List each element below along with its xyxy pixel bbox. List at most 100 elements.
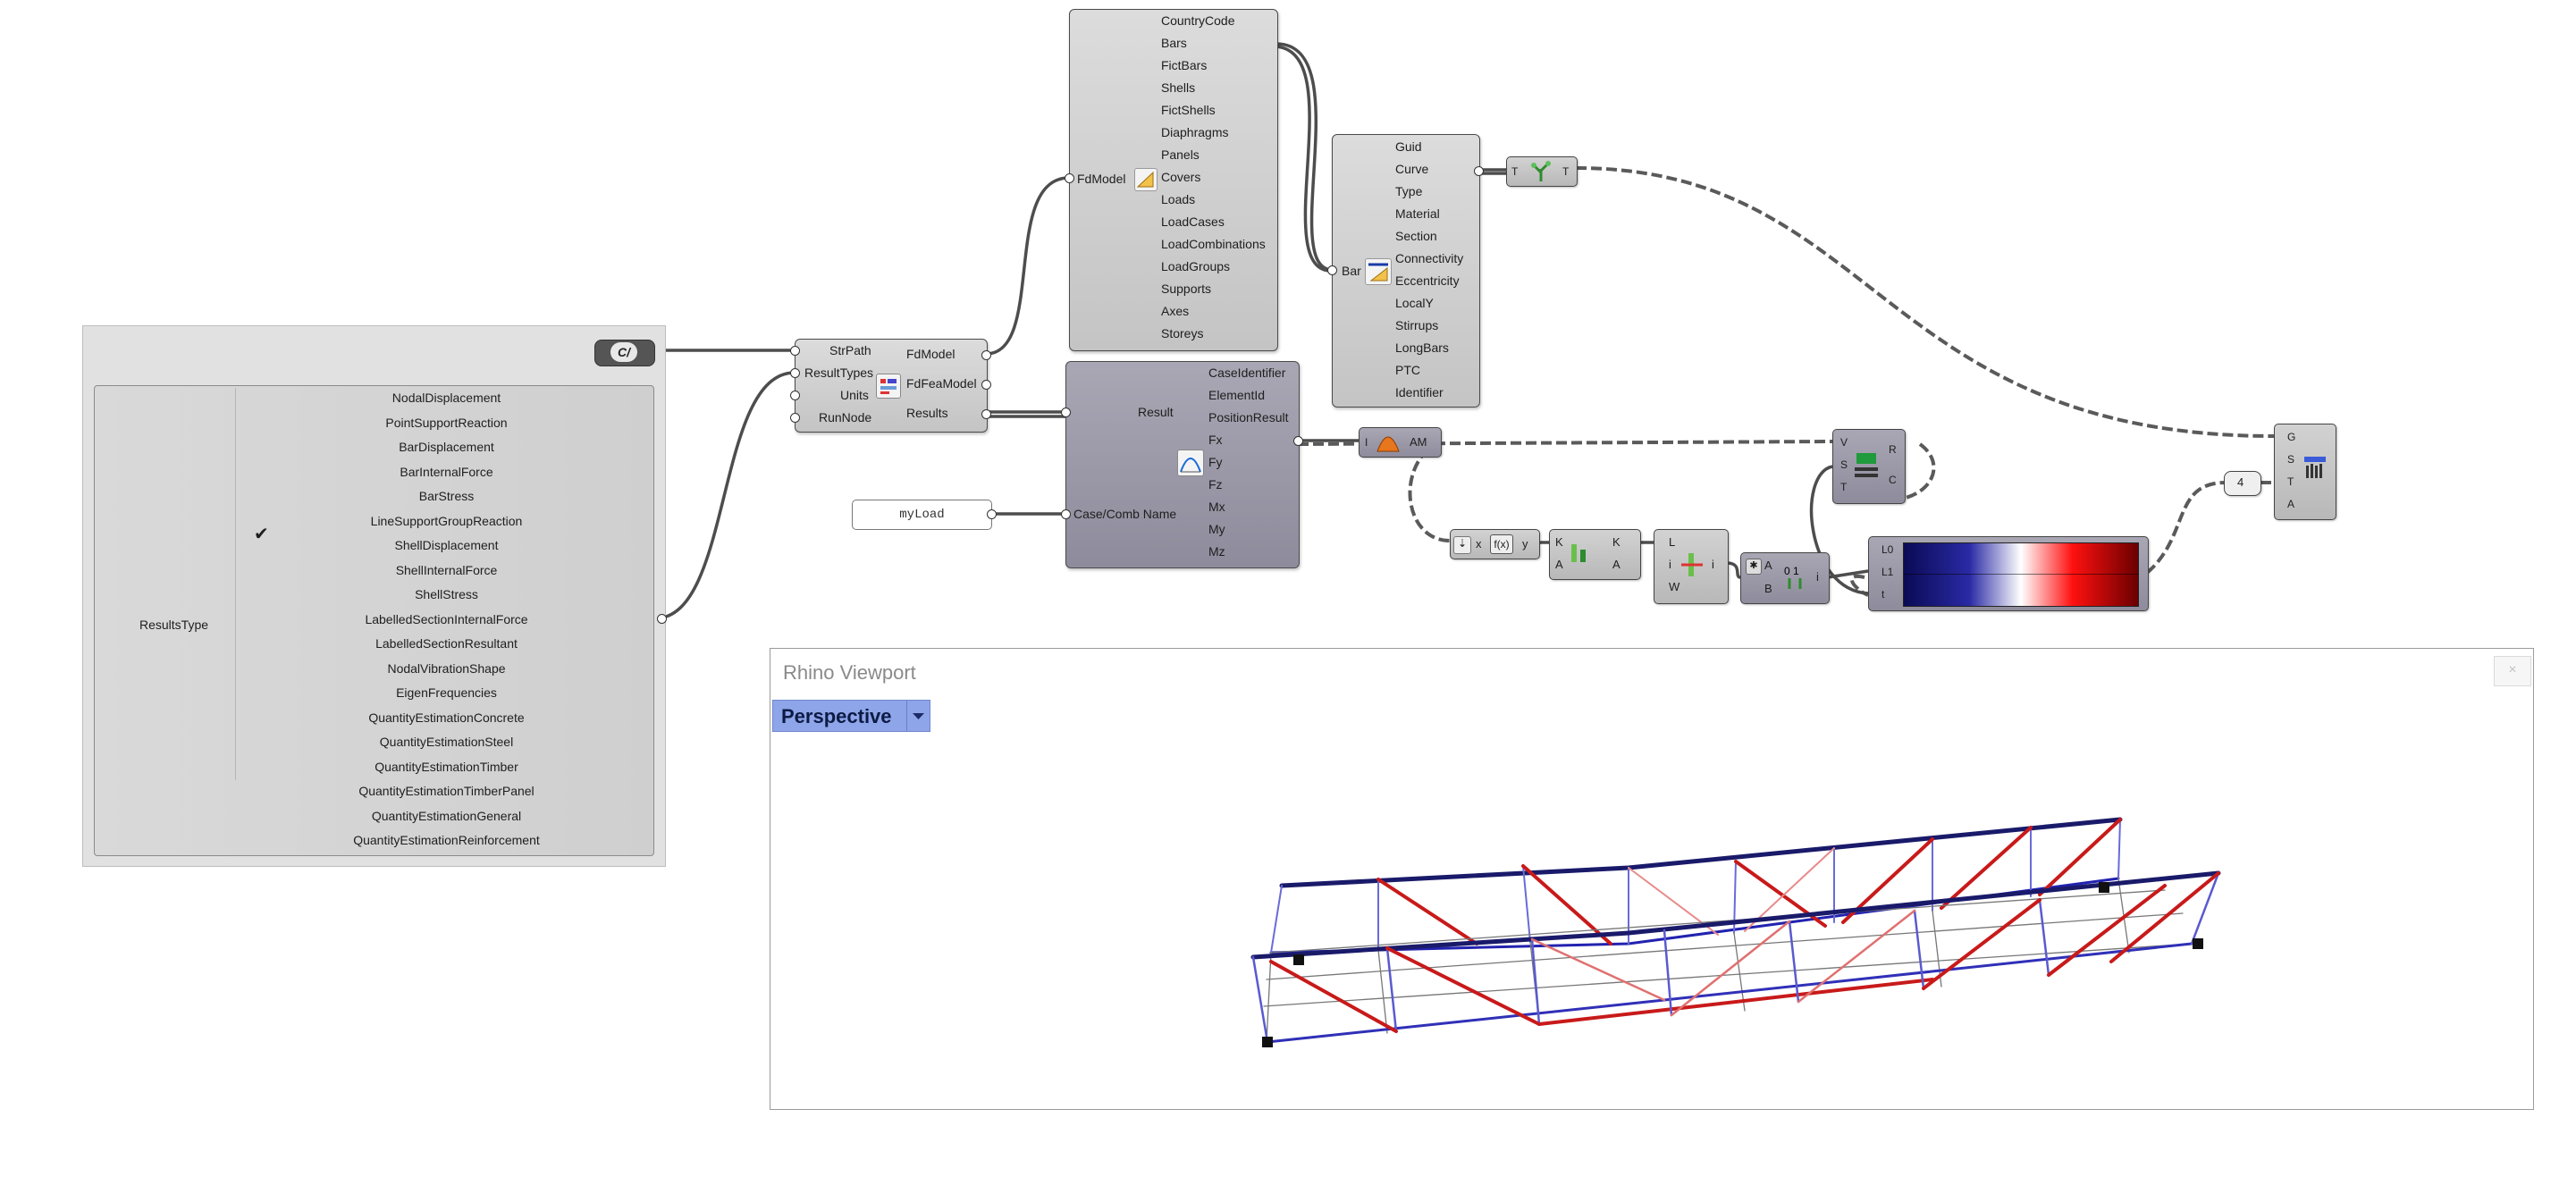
pin[interactable] [981, 350, 991, 360]
remap-input-a[interactable]: A [1764, 559, 1772, 572]
output-results[interactable]: Results [906, 406, 948, 420]
input-resulttypes[interactable]: ResultTypes [804, 366, 874, 380]
load-name-panel[interactable]: myLoad [852, 500, 992, 530]
flatten-input[interactable]: T [1511, 165, 1519, 178]
pin[interactable] [1065, 173, 1074, 183]
abs-max-component[interactable]: I AM [1359, 427, 1442, 458]
input-strpath[interactable]: StrPath [829, 343, 871, 357]
expression-component[interactable]: ⇣ x f(x) y [1450, 529, 1540, 559]
value-list-item[interactable]: ShellDisplacement [394, 538, 499, 552]
output-caseidentifier[interactable]: CaseIdentifier [1208, 366, 1286, 380]
output-fdfeamodel[interactable]: FdFeaModel [906, 376, 977, 391]
output-mx[interactable]: Mx [1208, 500, 1225, 514]
model-deconstruct-component[interactable]: FdModel CountryCode Bars FictBars Shells… [1069, 9, 1278, 351]
value-list-item[interactable]: ShellInternalForce [395, 563, 498, 577]
output-ptc[interactable]: PTC [1395, 363, 1420, 377]
output-fy[interactable]: Fy [1208, 455, 1223, 469]
value-list-item[interactable]: QuantityEstimationConcrete [368, 710, 525, 725]
value-list-item[interactable]: NodalDisplacement [391, 391, 501, 405]
value-list-item[interactable]: ShellStress [415, 587, 478, 601]
output-eccentricity[interactable]: Eccentricity [1395, 273, 1460, 288]
output-fictbars[interactable]: FictBars [1161, 58, 1208, 72]
output-diaphragms[interactable]: Diaphragms [1161, 125, 1229, 139]
pin[interactable] [1474, 166, 1484, 176]
output-fz[interactable]: Fz [1208, 477, 1223, 492]
number-parameter[interactable]: 4 [2224, 471, 2261, 496]
abs-max-input[interactable]: I [1365, 436, 1368, 449]
gradient-input-l0[interactable]: L0 [1881, 543, 1894, 556]
value-list-item[interactable]: QuantityEstimationTimber [375, 760, 518, 774]
output-material[interactable]: Material [1395, 206, 1440, 221]
output-bars[interactable]: Bars [1161, 36, 1187, 50]
output-elementid[interactable]: ElementId [1208, 388, 1266, 402]
value-list-item[interactable]: LabelledSectionResultant [375, 636, 518, 651]
output-connectivity[interactable]: Connectivity [1395, 251, 1464, 265]
value-list-output-pin[interactable] [657, 614, 667, 624]
remap-input-b[interactable]: B [1764, 582, 1772, 595]
flatten-output[interactable]: T [1562, 165, 1570, 178]
lerp-input-w[interactable]: W [1669, 580, 1680, 593]
input-runnode[interactable]: RunNode [819, 410, 872, 424]
expression-output[interactable]: y [1522, 537, 1528, 550]
output-section[interactable]: Section [1395, 229, 1437, 243]
bounds-output-a[interactable]: A [1612, 558, 1621, 571]
input-units[interactable]: Units [840, 388, 869, 402]
pin[interactable] [981, 380, 991, 390]
input-result[interactable]: Result [1138, 405, 1174, 419]
result-deconstruct-component[interactable]: Result Case/Comb Name CaseIdentifier Ele… [1065, 361, 1300, 568]
expression-input[interactable]: x [1476, 537, 1482, 550]
value-list-item[interactable]: LabelledSectionInternalForce [365, 612, 528, 626]
viewport-tab-perspective[interactable]: Perspective [772, 700, 930, 732]
bounds-component[interactable]: K A K A [1549, 529, 1641, 580]
rhino-viewport[interactable]: Rhino Viewport × Perspective [770, 648, 2534, 1110]
remap-component[interactable]: ✱ A B 0 1 i [1740, 552, 1830, 604]
output-shells[interactable]: Shells [1161, 80, 1196, 95]
cull-component[interactable]: V S T R C [1832, 429, 1906, 504]
bounds-input-k[interactable]: K [1555, 535, 1563, 549]
preview-input-g[interactable]: G [2287, 431, 2296, 443]
results-type-value-list[interactable]: C/ ResultsType ✔ NodalDisplacement Point… [82, 325, 667, 867]
value-list-item[interactable]: BarStress [418, 489, 475, 503]
chevron-down-icon[interactable] [906, 701, 930, 731]
pin[interactable] [1061, 509, 1071, 519]
output-countrycode[interactable]: CountryCode [1161, 13, 1235, 28]
lerp-component[interactable]: L i W i [1654, 529, 1729, 604]
pin[interactable] [987, 509, 997, 519]
cull-output-c[interactable]: C [1889, 474, 1897, 486]
output-identifier[interactable]: Identifier [1395, 385, 1444, 399]
pin[interactable] [790, 346, 800, 356]
output-loadcombinations[interactable]: LoadCombinations [1161, 237, 1266, 251]
input-bar[interactable]: Bar [1342, 264, 1361, 278]
pin[interactable] [1293, 436, 1303, 446]
value-list-item[interactable]: PointSupportReaction [385, 416, 508, 430]
output-fictshells[interactable]: FictShells [1161, 103, 1216, 117]
pin[interactable] [981, 409, 991, 419]
lerp-input-l[interactable]: L [1669, 535, 1676, 549]
output-fx[interactable]: Fx [1208, 433, 1223, 447]
output-guid[interactable]: Guid [1395, 139, 1422, 154]
value-list-item[interactable]: NodalVibrationShape [387, 661, 506, 676]
lerp-input-i[interactable]: i [1669, 558, 1671, 571]
remap-output[interactable]: i [1816, 570, 1819, 584]
pin[interactable] [790, 413, 800, 423]
preview-input-a[interactable]: A [2287, 498, 2295, 510]
cull-input-v[interactable]: V [1840, 436, 1848, 449]
output-loadcases[interactable]: LoadCases [1161, 214, 1225, 229]
output-panels[interactable]: Panels [1161, 147, 1200, 162]
output-loadgroups[interactable]: LoadGroups [1161, 259, 1231, 273]
value-list-item[interactable]: QuantityEstimationReinforcement [353, 833, 540, 847]
input-case-comb-name[interactable]: Case/Comb Name [1073, 507, 1177, 521]
bounds-output-k[interactable]: K [1612, 535, 1621, 549]
value-list-item[interactable]: BarDisplacement [399, 440, 494, 454]
output-type[interactable]: Type [1395, 184, 1423, 198]
flatten-component[interactable]: T T [1506, 156, 1578, 187]
input-fdmodel[interactable]: FdModel [1077, 172, 1126, 186]
gradient-input-t[interactable]: t [1881, 588, 1885, 601]
pin[interactable] [790, 391, 800, 400]
output-localy[interactable]: LocalY [1395, 296, 1434, 310]
pin[interactable] [1327, 265, 1337, 275]
preview-input-s[interactable]: S [2287, 453, 2295, 466]
output-loads[interactable]: Loads [1161, 192, 1196, 206]
output-my[interactable]: My [1208, 522, 1225, 536]
